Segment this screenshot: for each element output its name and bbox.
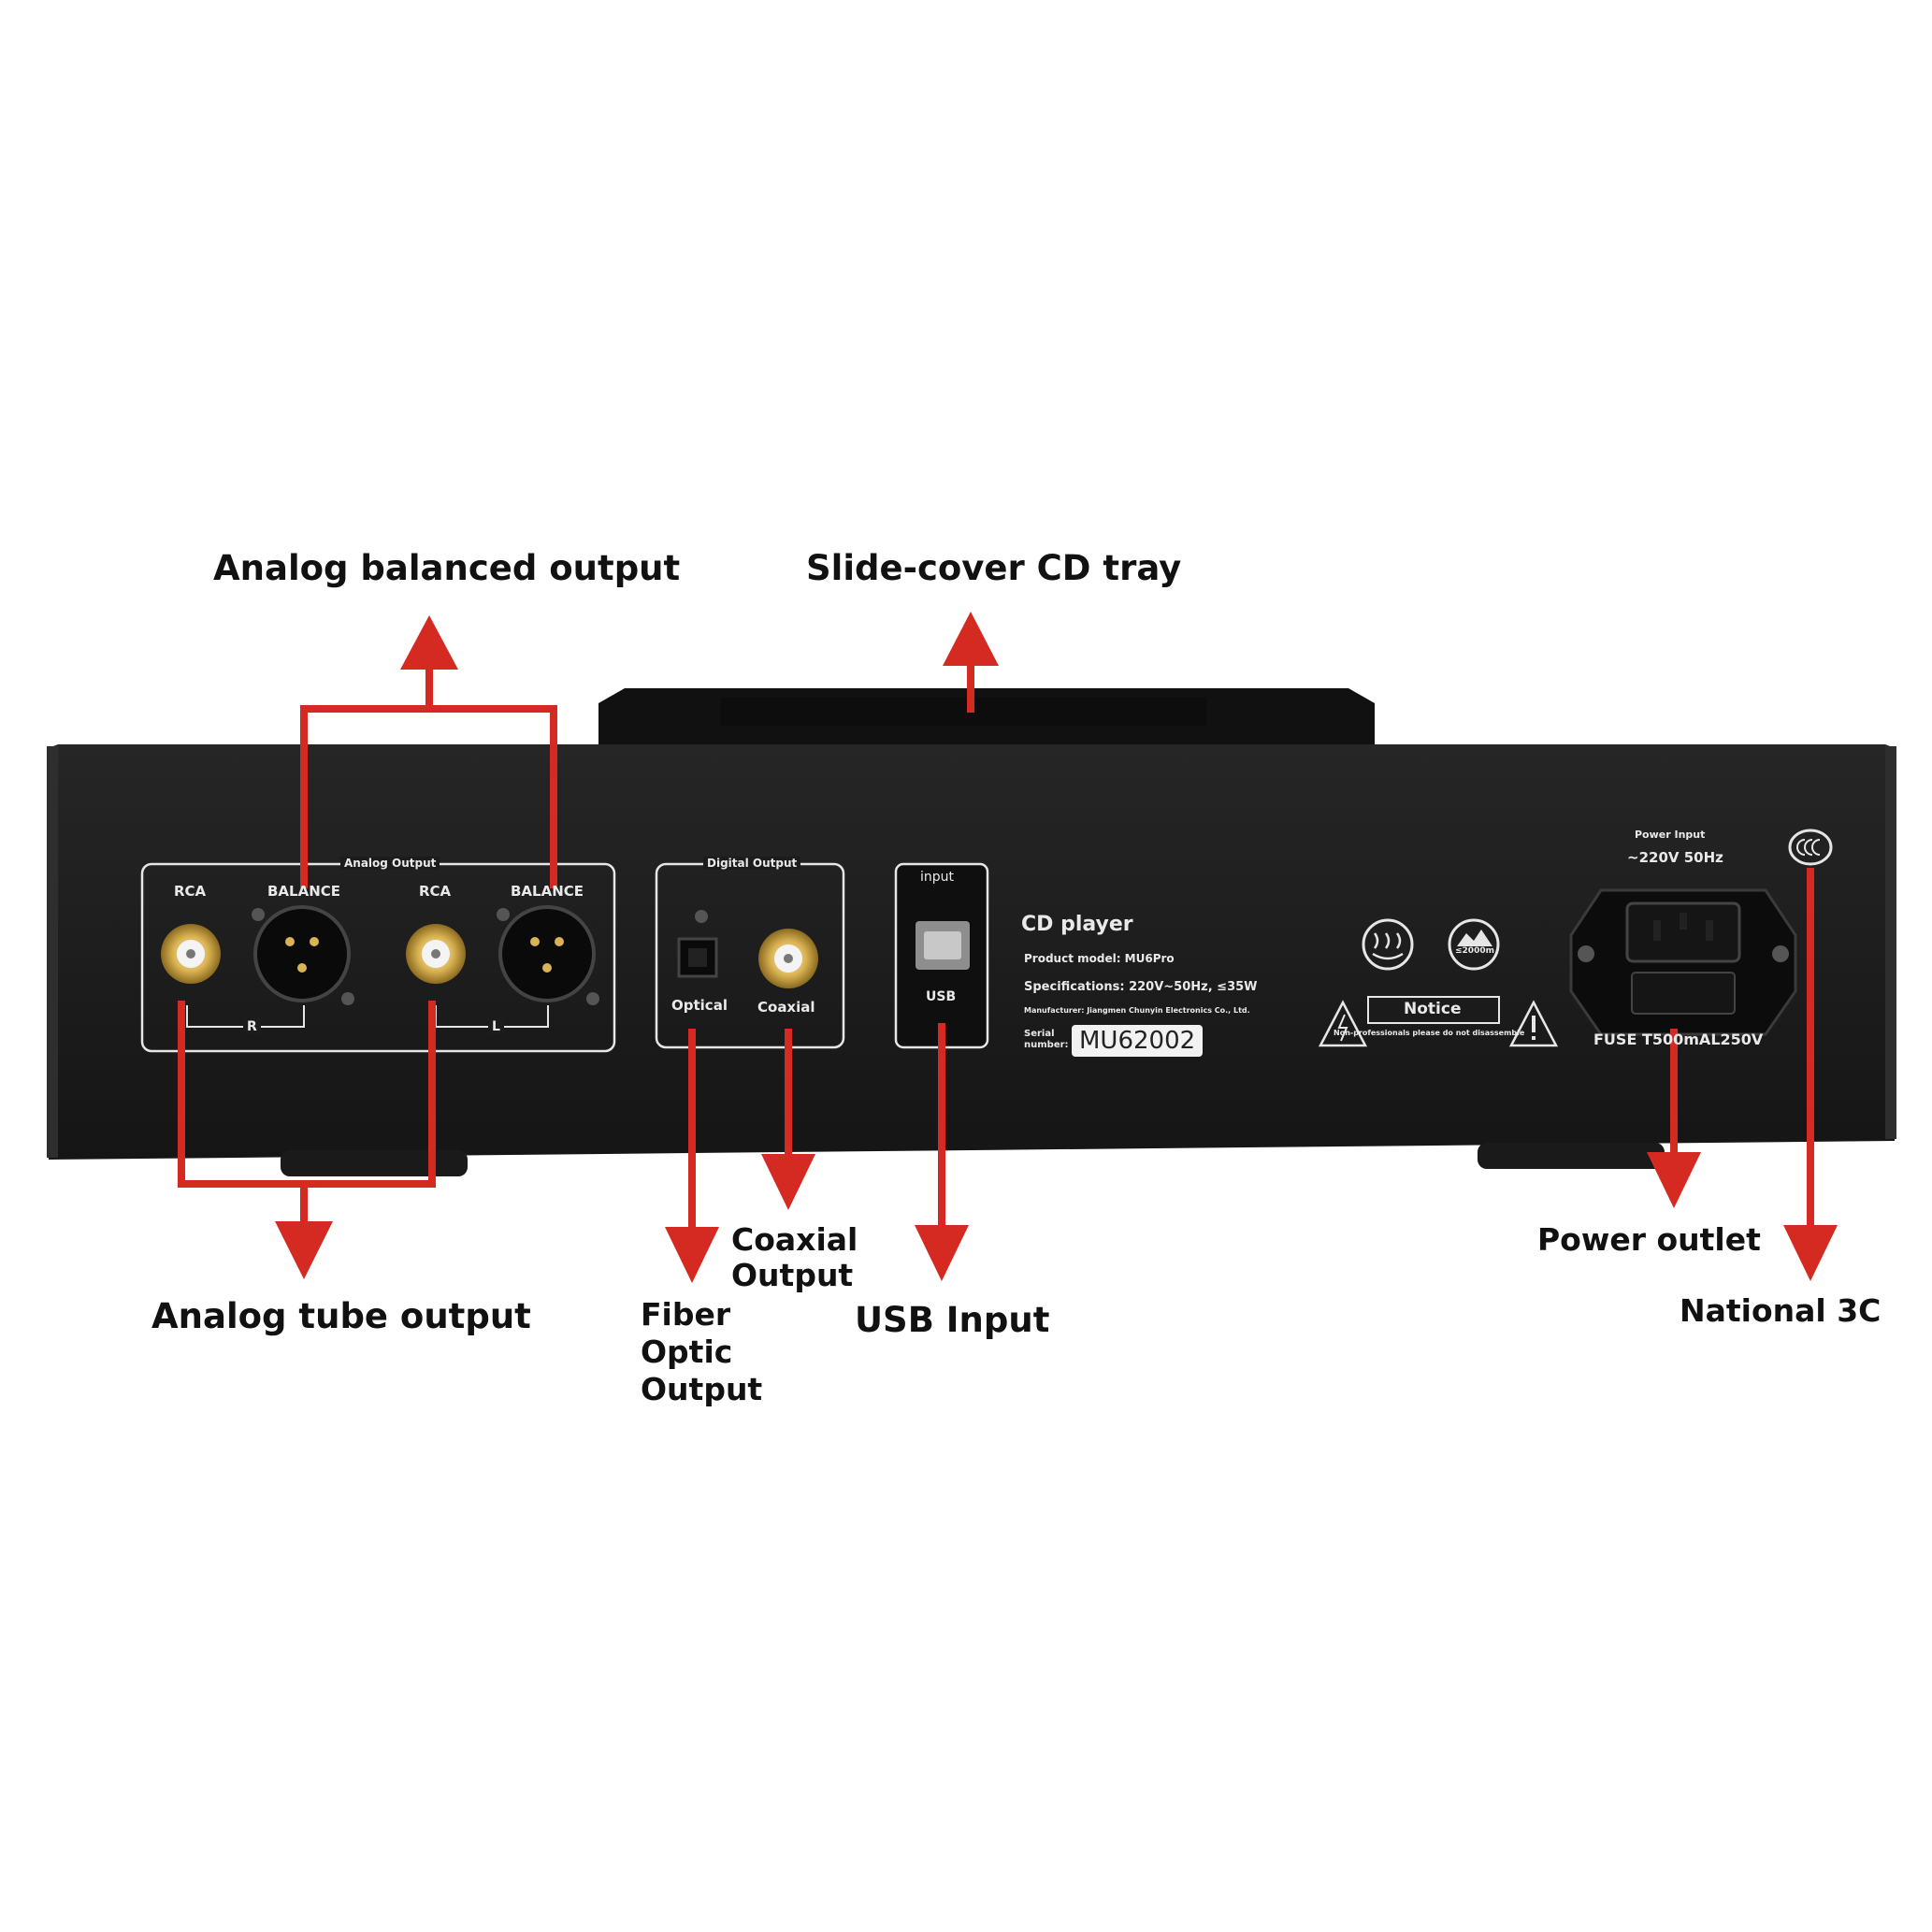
arrow-analog-balanced-icon [400, 615, 458, 670]
callout-coaxial-line2: Output [731, 1257, 854, 1293]
xlr-jack-right[interactable] [253, 905, 351, 1002]
power-input-value: ~220V 50Hz [1627, 849, 1723, 866]
channel-l-label: L [488, 1019, 504, 1034]
callout-slide-cover: Slide-cover CD tray [806, 548, 1182, 588]
channel-r-label: R [243, 1019, 261, 1034]
product-title: CD player [1021, 913, 1133, 936]
serial-number-sticker: MU62002 [1072, 1025, 1204, 1057]
arrow-fiber-icon [665, 1227, 719, 1283]
iec-power-socket[interactable] [1625, 901, 1741, 963]
arrow-power-icon [1647, 1152, 1701, 1208]
xlr-jack-left[interactable] [498, 905, 596, 1002]
tropical-climate-icon [1362, 918, 1414, 971]
callout-fiber-line1: Fiber [641, 1296, 731, 1333]
manufacturer: Manufacturer: Jiangmen Chunyin Electroni… [1024, 1006, 1250, 1015]
product-model: Product model: MU6Pro [1024, 952, 1175, 965]
warning-caution-icon [1508, 1000, 1559, 1047]
digital-output-title: Digital Output [703, 857, 801, 870]
altitude-icon [1448, 918, 1500, 971]
foot-right [1478, 1143, 1665, 1169]
usb-section [894, 862, 989, 1049]
callout-fiber-line3: Output [641, 1371, 763, 1407]
arrow-coaxial-icon [761, 1154, 815, 1210]
notice-label: Notice [1404, 1000, 1462, 1018]
foot-left [281, 1150, 468, 1176]
power-input-label: Power Input [1635, 829, 1706, 841]
usb-top-label: input [920, 870, 955, 885]
arrow-analog-tube-icon [275, 1221, 333, 1279]
balance-label-right: BALANCE [267, 883, 341, 900]
callout-arrows [178, 612, 1838, 1283]
altitude-label: ≤2000m [1455, 946, 1494, 956]
callout-analog-tube: Analog tube output [151, 1296, 531, 1336]
arrow-cd-tray-icon [943, 612, 999, 666]
coaxial-label: Coaxial [757, 999, 815, 1016]
balance-label-left: BALANCE [511, 883, 584, 900]
usb-bottom-label: USB [926, 989, 957, 1004]
callout-power-outlet: Power outlet [1537, 1221, 1761, 1258]
analog-output-section [140, 862, 616, 1053]
arrow-3c-icon [1783, 1225, 1838, 1281]
serial-label-2: number: [1024, 1040, 1069, 1050]
callout-fiber-line2: Optic [641, 1334, 733, 1370]
serial-label-1: Serial [1024, 1029, 1055, 1039]
optical-label: Optical [671, 997, 728, 1014]
rca-label-right: RCA [174, 883, 207, 900]
callout-national-3c: National 3C [1680, 1292, 1882, 1329]
analog-output-title: Analog Output [340, 857, 440, 870]
warning-electric-icon [1318, 1000, 1368, 1047]
callout-coaxial-line1: Coaxial [731, 1221, 858, 1258]
notice-text: Non-professionals please do not disassem… [1334, 1029, 1525, 1037]
power-inlet [1569, 888, 1797, 1036]
fuse-holder[interactable] [1631, 972, 1736, 1015]
arrow-usb-icon [915, 1225, 969, 1281]
callout-analog-balanced: Analog balanced output [213, 548, 681, 588]
certification-icons [1318, 918, 1559, 1047]
fuse-label: FUSE T500mAL250V [1593, 1031, 1764, 1048]
rca-label-left: RCA [419, 883, 452, 900]
ccc-logo-icon [1788, 829, 1833, 866]
specifications: Specifications: 220V~50Hz, ≤35W [1024, 980, 1258, 994]
callout-usb-input: USB Input [855, 1300, 1050, 1340]
